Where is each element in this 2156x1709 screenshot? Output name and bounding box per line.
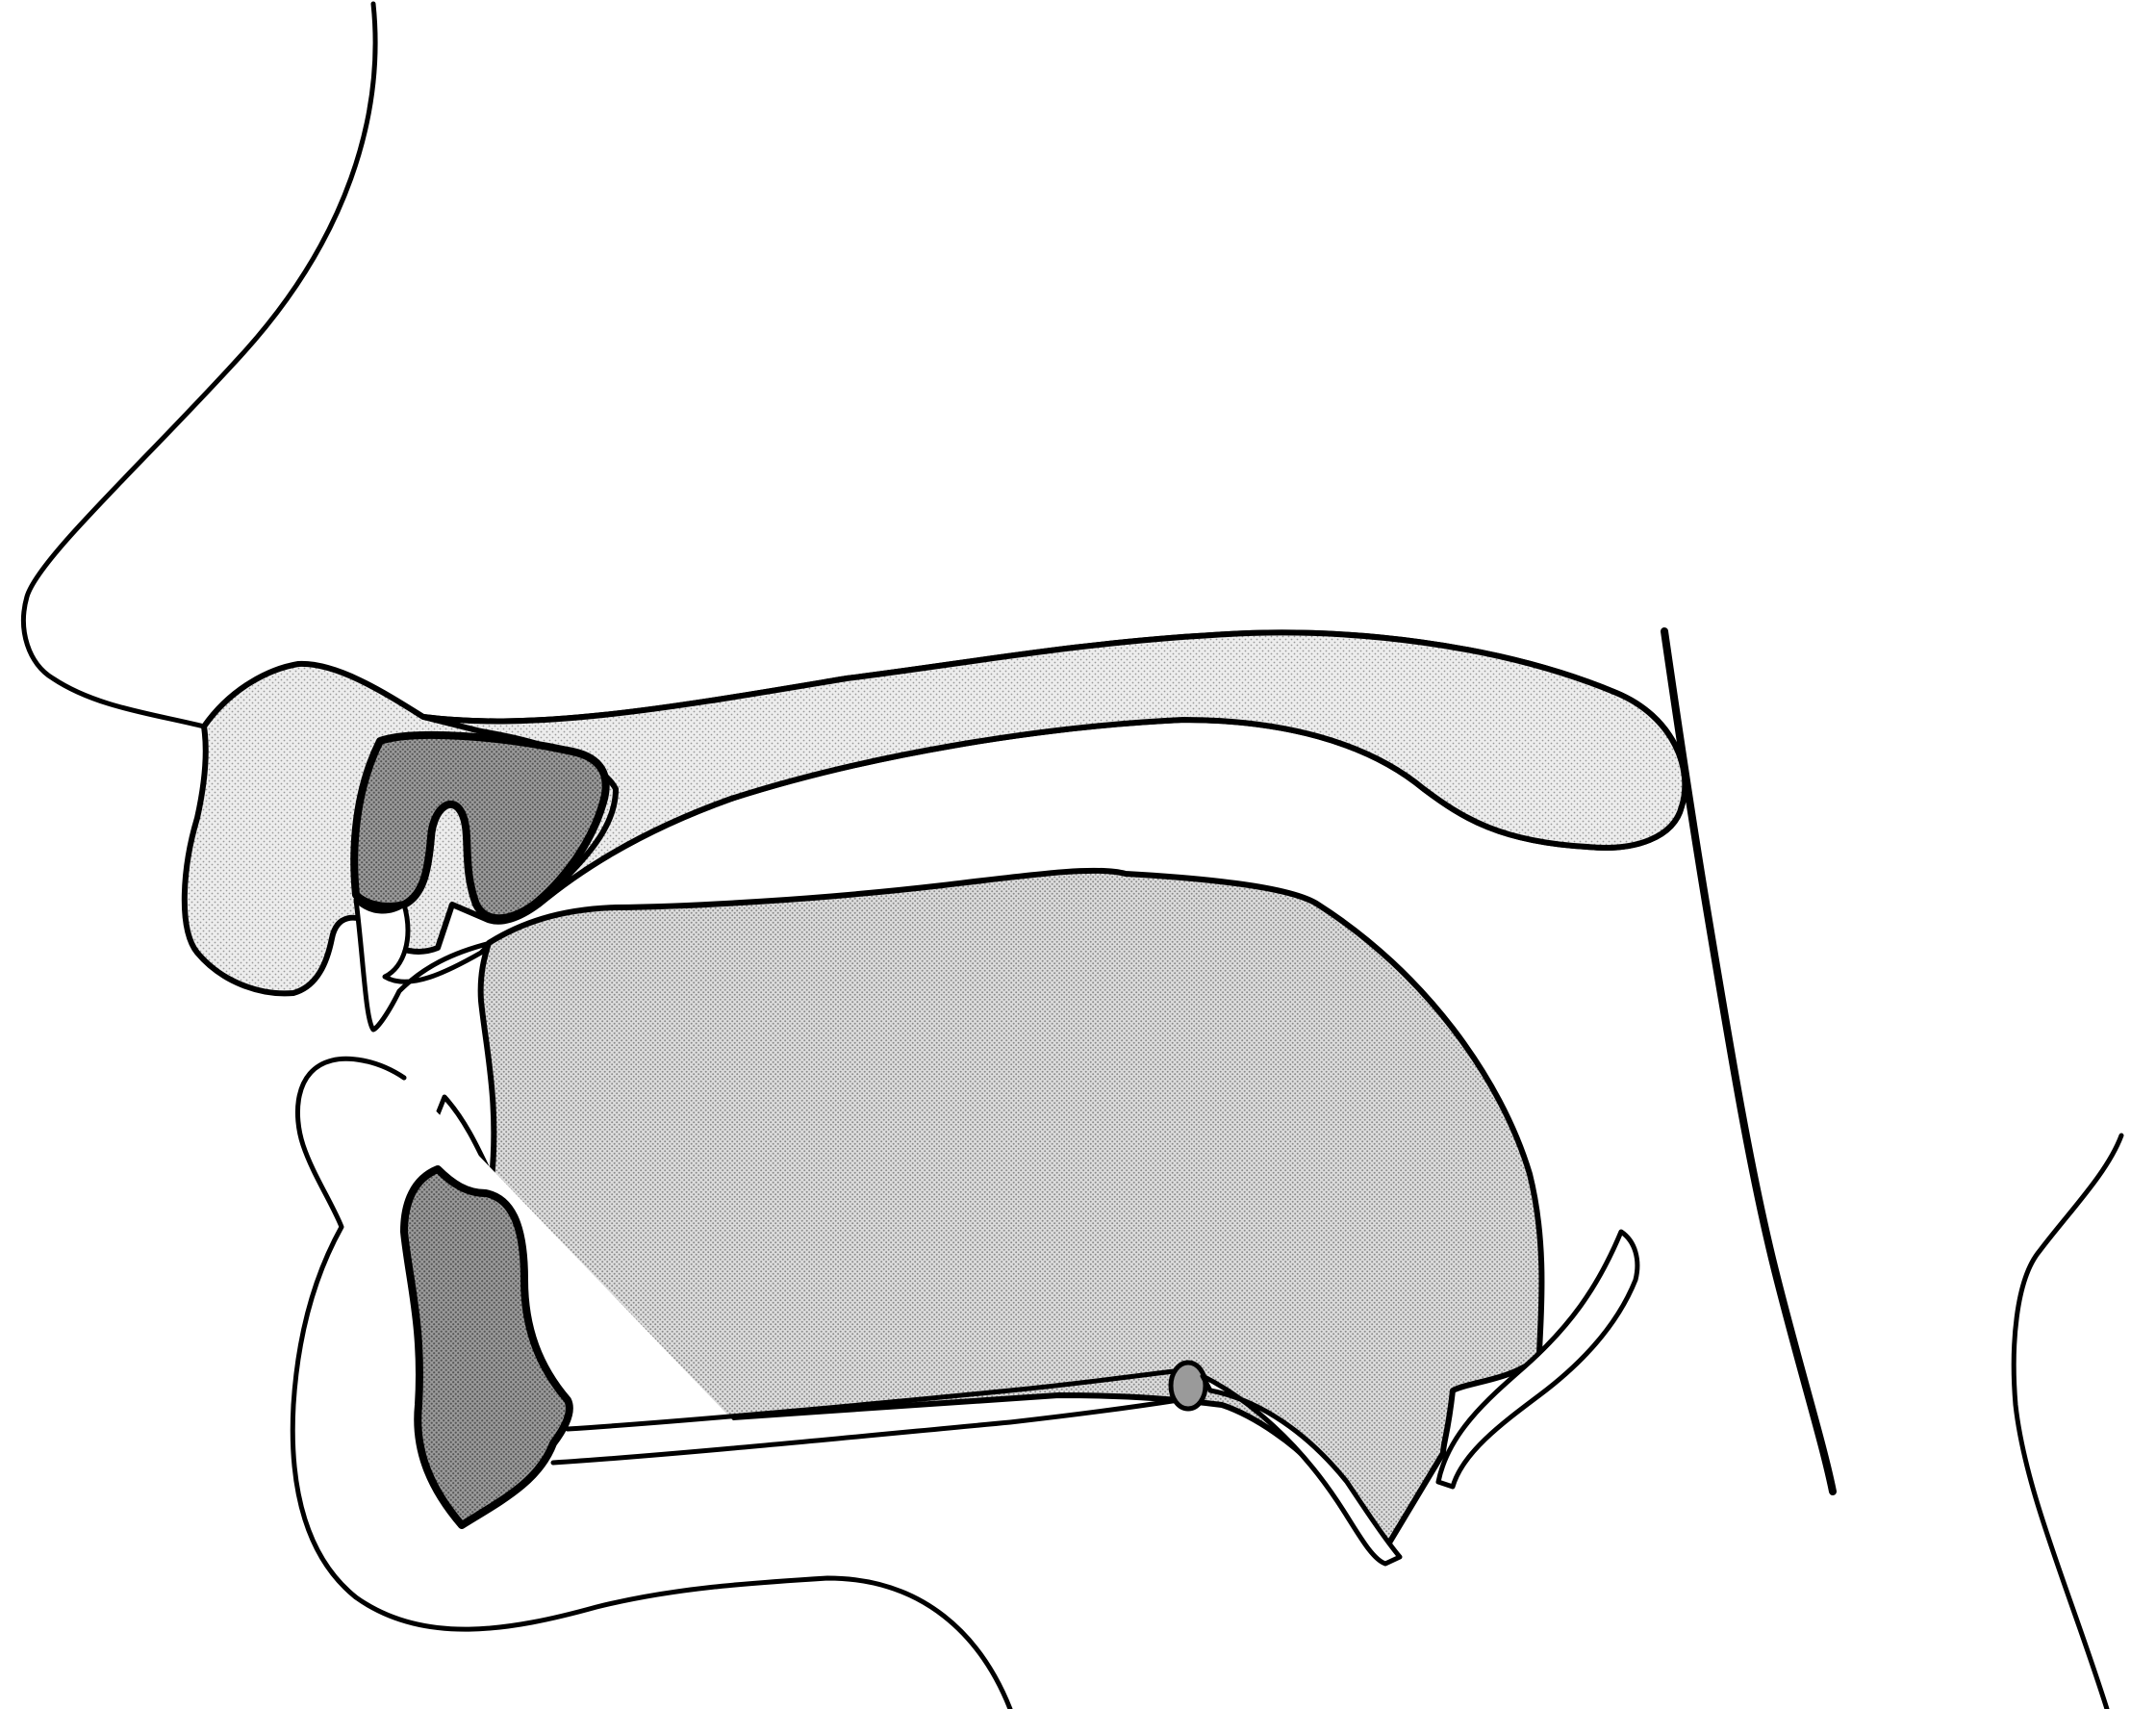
epiglottis	[1435, 1229, 1640, 1490]
lower-gum	[400, 1165, 573, 1529]
pharynx-wall	[1661, 627, 1837, 1495]
jaw-floor	[565, 1368, 1177, 1432]
hyoid-bone	[1168, 1360, 1208, 1412]
jaw-floor-lower	[550, 1397, 1181, 1466]
face-profile	[21, 1, 378, 729]
neck-back	[2011, 1133, 2124, 1709]
hyoid-strut	[1200, 1373, 1403, 1567]
upper-gum	[350, 730, 610, 923]
palate	[420, 629, 1688, 907]
